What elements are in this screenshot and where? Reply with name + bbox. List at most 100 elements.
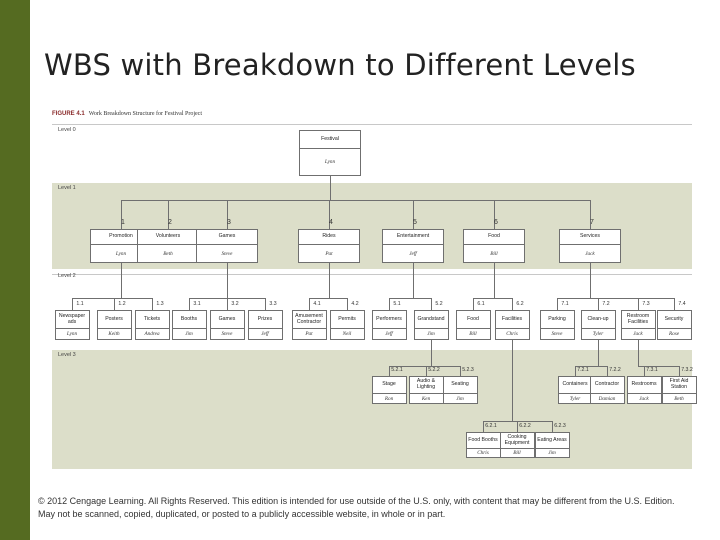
connector-line xyxy=(483,421,484,433)
connector-line xyxy=(557,298,675,299)
wbs-node-id: 7.2.1 xyxy=(577,367,589,373)
connector-line xyxy=(413,263,414,299)
connector-line xyxy=(557,298,558,311)
wbs-node-id: 4 xyxy=(329,219,333,226)
wbs-node-name: Seating xyxy=(443,377,477,394)
wbs-node-name: Services xyxy=(560,230,620,245)
wbs-node-name: Newspaper ads xyxy=(55,311,89,329)
connector-line xyxy=(638,366,680,367)
connector-line xyxy=(590,263,591,299)
connector-line xyxy=(512,298,513,311)
wbs-node-id: 3.1 xyxy=(193,301,201,307)
connector-line xyxy=(679,366,680,377)
wbs-node-id: 5 xyxy=(413,219,417,226)
connector-line xyxy=(674,298,675,311)
connector-line xyxy=(227,200,228,230)
wbs-node-name: Booths xyxy=(172,311,206,329)
wbs-node-owner: Ron xyxy=(384,395,394,402)
connector-line xyxy=(426,366,427,377)
connector-line xyxy=(152,298,153,311)
wbs-node-name: Promotion xyxy=(91,230,151,245)
wbs-node-owner: Andrea xyxy=(144,331,160,337)
wbs-node-name: Parking xyxy=(540,311,574,329)
level-label: Level 2 xyxy=(58,273,76,279)
wbs-node-owner: Tyler xyxy=(592,331,604,337)
wbs-node-id: 3.3 xyxy=(269,301,277,307)
connector-line xyxy=(72,298,73,311)
wbs-node-owner: Chris xyxy=(506,331,518,337)
connector-line xyxy=(309,298,310,311)
wbs-node-owner: Neil xyxy=(342,331,352,337)
connector-line xyxy=(598,340,599,367)
wbs-node-id: 1.2 xyxy=(118,301,126,307)
connector-line xyxy=(329,263,330,299)
wbs-node-id: 4.1 xyxy=(313,301,321,307)
connector-line xyxy=(227,263,228,299)
connector-line xyxy=(512,340,513,422)
connector-line xyxy=(590,200,591,230)
wbs-node-owner: Steve xyxy=(221,250,233,257)
wbs-node-name: Games xyxy=(210,311,244,329)
connector-line xyxy=(517,421,518,433)
wbs-node-name: Clean-up xyxy=(581,311,615,329)
wbs-node-owner: Beth xyxy=(163,250,173,257)
connector-line xyxy=(494,263,495,299)
wbs-node-id: 7.1 xyxy=(561,301,569,307)
wbs-node-owner: Bill xyxy=(469,331,477,337)
wbs-node-name: Amusement Contractor xyxy=(292,311,326,329)
wbs-node-name: Tickets xyxy=(135,311,169,329)
wbs-node-id: 1 xyxy=(121,219,125,226)
wbs-node-owner: Lynn xyxy=(66,331,78,337)
connector-line xyxy=(227,298,228,311)
connector-line xyxy=(121,200,122,230)
connector-line xyxy=(575,366,608,367)
wbs-node-owner: Jim xyxy=(548,450,556,456)
wbs-node-owner: Jack xyxy=(639,395,649,402)
connector-line xyxy=(460,366,461,377)
wbs-node-owner: Jeff xyxy=(409,250,417,257)
wbs-node-id: 5.2.2 xyxy=(428,367,440,373)
connector-line xyxy=(72,298,153,299)
wbs-node-id: 7.3.1 xyxy=(646,367,658,373)
wbs-node-id: 3 xyxy=(227,219,231,226)
wbs-node-owner: Jim xyxy=(427,331,435,337)
wbs-node-id: 6.1 xyxy=(477,301,485,307)
figure-caption-text: Work Breakdown Structure for Festival Pr… xyxy=(88,111,203,117)
connector-line xyxy=(638,298,639,311)
wbs-node-owner: Jeff xyxy=(385,331,393,337)
wbs-node-name: Food xyxy=(456,311,490,329)
wbs-node-name: Entertainment xyxy=(383,230,443,245)
wbs-node-owner: Bill xyxy=(513,450,521,456)
connector-line xyxy=(598,298,599,311)
wbs-node-name: Food Booths xyxy=(466,433,500,449)
wbs-node-owner: Jim xyxy=(185,331,193,337)
wbs-node-owner: Tyler xyxy=(569,395,581,402)
wbs-node-owner: Bill xyxy=(490,250,498,257)
connector-line xyxy=(413,200,414,230)
wbs-node-owner: Steve xyxy=(221,331,233,337)
wbs-node-owner: Beth xyxy=(674,395,684,402)
wbs-node-owner: Jack xyxy=(585,250,595,257)
wbs-node-name: Security xyxy=(657,311,691,329)
wbs-node-name: Facilities xyxy=(495,311,529,329)
wbs-node-owner: Jeff xyxy=(261,331,269,337)
wbs-node-name: Rides xyxy=(299,230,359,245)
figure-number: FIGURE 4.1 xyxy=(52,111,85,117)
